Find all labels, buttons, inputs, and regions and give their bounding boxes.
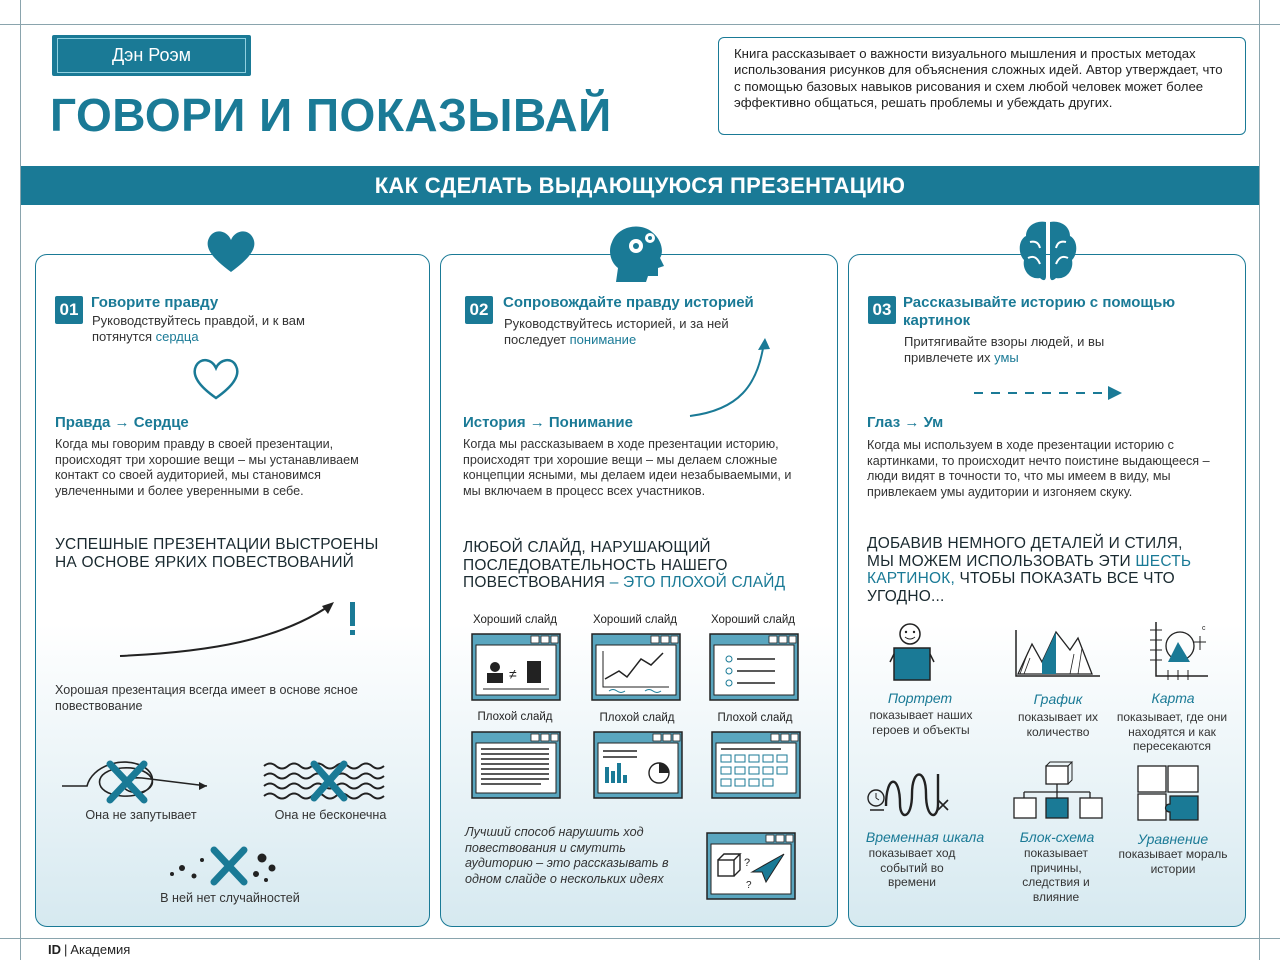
timeline-title: Временная шкала (865, 829, 985, 845)
step-title-story: Сопровождайте правду историей (503, 294, 754, 311)
equation-desc: показывает мораль истории (1118, 847, 1228, 876)
endless-lines-icon (263, 760, 385, 802)
frame-top-line (0, 24, 1280, 25)
bad-slide-label-3: Плохой слайд (717, 712, 793, 724)
good-slide-label-1: Хороший слайд (473, 614, 557, 626)
good-presentation-text: Хорошая презентация всегда имеет в основ… (55, 683, 358, 713)
not-confusing-label: Она не запутывает (85, 808, 197, 822)
story-text: Когда мы рассказываем в ходе презентации… (463, 437, 792, 498)
equation-icon (1137, 765, 1199, 821)
graph-title: График (1033, 691, 1083, 707)
section-banner: КАК СДЕЛАТЬ ВЫДАЮЩУЮСЯ ПРЕЗЕНТАЦИЮ (21, 166, 1259, 205)
svg-text:≠: ≠ (509, 666, 517, 682)
random-dots-icon (170, 846, 276, 886)
rising-arrow-icon (119, 602, 355, 657)
footer-brand: ID|Академия (48, 942, 131, 957)
heart-icon (207, 231, 255, 272)
best-way-text: Лучший способ нарушить ход повествования… (465, 825, 669, 886)
caps-successful: УСПЕШНЫЕ ПРЕЗЕНТАЦИИ ВЫСТРОЕНЫ НА ОСНОВЕ… (55, 536, 379, 571)
map-title: Карта (1151, 690, 1195, 706)
step-number-01: 01 (55, 296, 83, 324)
curved-arrow-icon (689, 338, 770, 417)
equation-title: Уравнение (1137, 831, 1209, 847)
good-slide-icon-1: ≠ (471, 633, 561, 701)
timeline-icon (867, 773, 949, 816)
bad-slide-label-2: Плохой слайд (599, 712, 675, 724)
step-subtitle-pictures: Притягивайте взоры людей, и вы привлечет… (904, 334, 1105, 365)
step-subtitle-story: Руководствуйтесь историей, и за ней посл… (504, 316, 729, 347)
frame-bottom-line (0, 938, 1280, 939)
head-gears-icon (610, 226, 664, 282)
no-randomness-label: В ней нет случайностей (160, 891, 300, 905)
multi-idea-slide-icon: ?? (706, 832, 796, 900)
step-title-truth: Говорите правду (91, 294, 219, 311)
not-endless-label: Она не бесконечна (274, 808, 387, 822)
step-title-pictures: Рассказывайте историю с помощью картинок (903, 294, 1176, 329)
flowchart-desc: показывает причины, следствия и влияние (1022, 846, 1090, 904)
pictures-text: Когда мы используем в ходе презентации и… (867, 438, 1210, 499)
formula-story-understanding: История → Понимание (463, 414, 633, 431)
timeline-desc: показывает ход событий во времени (868, 846, 956, 889)
bad-slide-icon-3 (711, 731, 801, 799)
dashed-arrow-icon (974, 386, 1122, 400)
heart-outline-icon (193, 359, 239, 400)
caps-six-pictures: ДОБАВИВ НЕМНОГО ДЕТАЛЕЙ И СТИЛЯ, МЫ МОЖЕ… (867, 535, 1192, 605)
author-name: Дэн Роэм (57, 38, 246, 73)
good-slide-label-3: Хороший слайд (711, 614, 795, 626)
graph-icon (1015, 630, 1100, 677)
bad-slide-icon-1 (471, 731, 561, 799)
formula-eye-mind: Глаз → Ум (867, 414, 944, 431)
brain-icon (1019, 221, 1077, 281)
flowchart-icon (1013, 761, 1103, 819)
footer-brand-name: Академия (70, 942, 131, 957)
flowchart-title: Блок-схема (1019, 829, 1095, 845)
author-badge: Дэн Роэм (52, 35, 251, 76)
good-slide-icon-2 (591, 633, 681, 701)
portrait-icon (889, 623, 935, 681)
bad-slide-icon-2 (593, 731, 683, 799)
truth-text: Когда мы говорим правду в своей презента… (55, 437, 359, 498)
svg-text:c: c (1202, 625, 1206, 632)
svg-text:?: ? (744, 857, 750, 869)
portrait-desc: показывает наших героев и объекты (869, 708, 973, 737)
svg-text:?: ? (746, 880, 752, 891)
column-truth (35, 254, 430, 927)
footer-logo: ID (48, 942, 61, 957)
tangled-line-icon (62, 760, 208, 804)
book-description: Книга рассказывает о важности визуальног… (718, 37, 1246, 135)
frame-left-line (20, 0, 21, 960)
bad-slide-label-1: Плохой слайд (477, 711, 553, 723)
map-icon: c (1150, 622, 1208, 680)
step-subtitle-truth: Руководствуйтесь правдой, и к вам потяну… (92, 313, 305, 344)
good-slide-icon-3 (709, 633, 799, 701)
page-title: ГОВОРИ И ПОКАЗЫВАЙ (50, 89, 612, 141)
graph-desc: показывает их количество (1017, 710, 1099, 739)
portrait-title: Портрет (887, 690, 953, 706)
column-story (440, 254, 838, 927)
step-number-03: 03 (868, 296, 896, 324)
good-slide-label-2: Хороший слайд (593, 614, 677, 626)
caps-bad-slide: ЛЮБОЙ СЛАЙД, НАРУШАЮЩИЙ ПОСЛЕДОВАТЕЛЬНОС… (463, 539, 786, 591)
frame-right-line (1259, 0, 1260, 960)
step-number-02: 02 (465, 296, 493, 324)
map-desc: показывает, где они находятся и как пере… (1116, 710, 1228, 753)
formula-truth-heart: Правда → Сердце (55, 414, 189, 431)
